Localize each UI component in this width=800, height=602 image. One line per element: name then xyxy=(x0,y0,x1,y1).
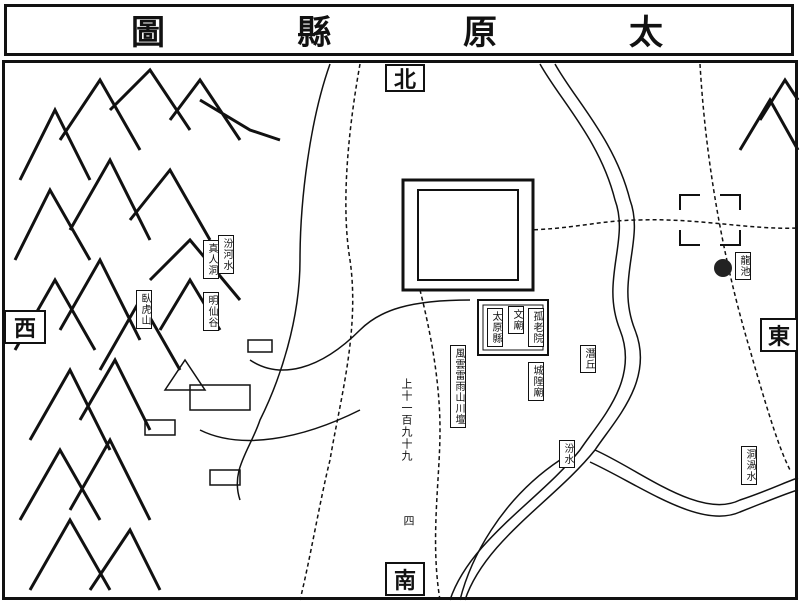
marker-text: 四 xyxy=(402,515,415,527)
label-city-god-temple: 城隍廟 xyxy=(528,362,544,401)
mountains xyxy=(13,67,800,591)
label-fenhe-water: 汾河水 xyxy=(218,235,234,274)
label-fen-river: 汾水 xyxy=(559,440,575,468)
city-wall xyxy=(401,178,549,356)
stream xyxy=(199,409,361,442)
label-county-seat: 太原縣 xyxy=(487,308,503,347)
stream xyxy=(249,299,471,371)
direction-south: 南 xyxy=(385,562,425,596)
stream xyxy=(459,459,561,601)
river-fen-bank xyxy=(464,63,642,601)
river-dongguo-bank xyxy=(589,461,799,517)
direction-west: 西 xyxy=(4,310,46,344)
label-qianqiu: 潛丘 xyxy=(580,345,596,373)
label-dongguo-river: 洞渦水 xyxy=(741,446,757,485)
rivers xyxy=(199,63,799,601)
garrison xyxy=(679,194,741,246)
road xyxy=(419,289,441,601)
label-wohu-mountain: 臥虎山 xyxy=(136,290,152,329)
map-title-bar: 太原縣圖 xyxy=(4,4,794,56)
dragon-pool-mark xyxy=(714,259,732,277)
label-longchi: 龍池 xyxy=(735,252,751,280)
map-title: 太原縣圖 xyxy=(131,13,795,53)
direction-east: 東 xyxy=(760,318,798,352)
road xyxy=(519,219,799,231)
distance-note: 上十一百九十九 xyxy=(400,378,413,462)
road xyxy=(299,63,361,601)
stream xyxy=(236,63,331,501)
label-orphan-hall: 孤老院 xyxy=(528,308,544,347)
label-mingxian-valley: 明仙谷 xyxy=(203,292,219,331)
river-dongguo xyxy=(594,449,799,506)
buildings xyxy=(144,339,273,486)
label-confucian-temple: 文廟 xyxy=(508,306,524,334)
label-zhenren-cave: 真人洞 xyxy=(203,240,219,279)
direction-north: 北 xyxy=(385,64,425,93)
label-altar: 風雲雷雨山川壇 xyxy=(450,345,466,428)
road xyxy=(699,63,791,471)
river-fen xyxy=(449,63,627,601)
